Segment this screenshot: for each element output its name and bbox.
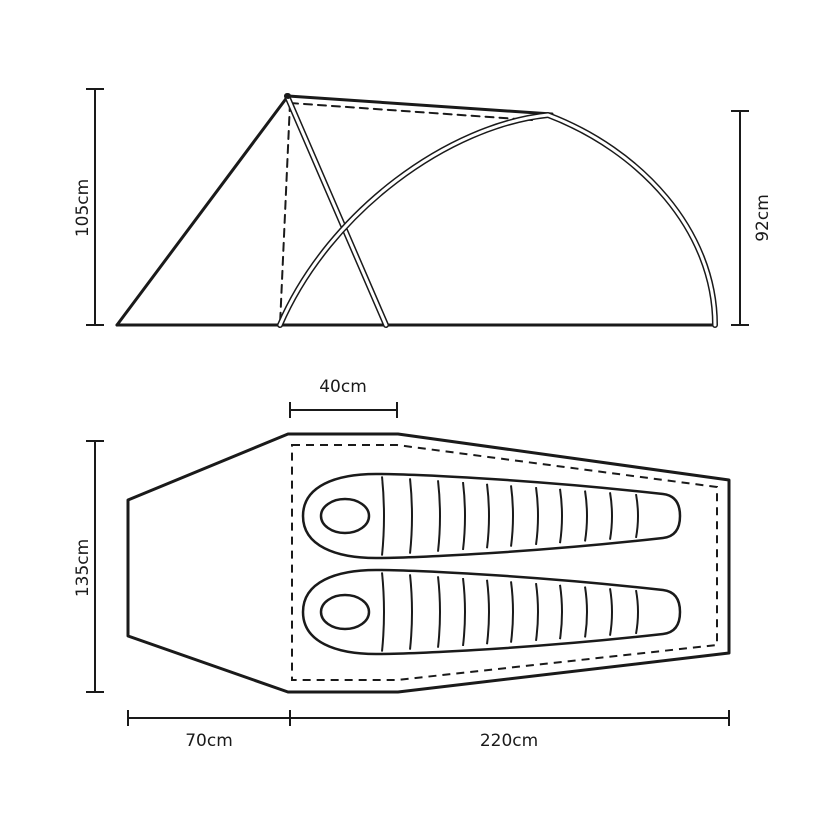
label-length-vestibule: 70cm (185, 731, 233, 751)
baffle-line (609, 492, 613, 540)
arch-pole (277, 112, 718, 328)
sleeping-bag (301, 472, 682, 560)
label-width-total: 135cm (73, 539, 93, 597)
hood-opening (319, 593, 371, 631)
label-height-front: 105cm (73, 179, 93, 237)
baffle-line (437, 480, 441, 552)
sleeping-bags (301, 472, 682, 656)
baffle-line (409, 478, 413, 554)
dimension-height-front (86, 88, 104, 326)
baffle-line (486, 579, 490, 645)
side-view (115, 93, 718, 328)
baffle-line (510, 485, 514, 547)
baffle-line (462, 577, 466, 647)
apex-point (285, 93, 291, 99)
ridge-line (286, 94, 554, 116)
baffle-line (381, 572, 385, 652)
baffle-line (584, 586, 588, 638)
baffle-line (559, 584, 563, 640)
baffle-line (437, 576, 441, 648)
baffle-line (535, 487, 539, 545)
baffle-line (462, 481, 466, 551)
label-length-inner: 220cm (480, 731, 538, 751)
baffle-line (535, 583, 539, 641)
front-pole (284, 93, 389, 328)
dimension-pole-gap (289, 402, 398, 418)
baffle-line (486, 483, 490, 549)
dimension-lengths (127, 710, 730, 726)
baffle-line (381, 476, 385, 556)
front-fly-edge (115, 94, 290, 327)
baffle-line (635, 493, 639, 539)
baffle-line (609, 588, 613, 636)
label-pole-gap: 40cm (319, 377, 367, 397)
label-height-rear: 92cm (753, 194, 773, 242)
inner-footprint-dashed (291, 444, 718, 681)
dimension-width-total (86, 440, 104, 693)
baffle-line (584, 490, 588, 542)
sleeping-bag (301, 568, 682, 656)
outer-footprint (126, 432, 731, 694)
baffle-line (635, 589, 639, 635)
hood-opening (319, 497, 371, 535)
baffle-line (559, 488, 563, 544)
dimension-height-rear (731, 110, 749, 326)
inner-tent-dashed (279, 102, 533, 326)
baffle-line (510, 581, 514, 643)
baffle-line (409, 574, 413, 650)
